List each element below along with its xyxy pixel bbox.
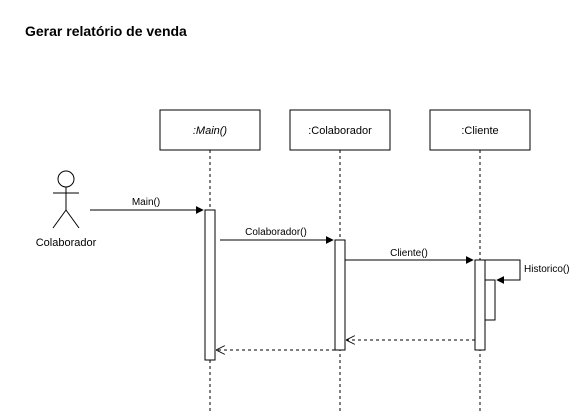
message-cliente[interactable]: Cliente() (345, 248, 474, 264)
message-main-label: Main() (132, 197, 160, 208)
lifeline-main-label: :Main() (193, 125, 228, 137)
lifeline-colaborador-header[interactable] (289, 109, 391, 151)
actor-head (57, 170, 75, 188)
lifeline-colaborador-label: :Colaborador (308, 125, 372, 137)
message-historico-label: Historico() (524, 264, 570, 275)
lifeline-cliente-header[interactable] (429, 109, 531, 151)
activation-main[interactable] (204, 209, 216, 361)
diagram-title: Gerar relatório de venda (25, 23, 187, 39)
message-main[interactable]: Main() (90, 197, 204, 214)
actor-label: Colaborador (36, 237, 97, 249)
actor-left-leg (52, 209, 67, 229)
activation-cliente-self[interactable] (484, 279, 496, 321)
message-historico-arrow (485, 259, 521, 284)
lifeline-cliente[interactable]: :Cliente (429, 109, 531, 411)
activation-colaborador[interactable] (334, 239, 346, 351)
lifeline-main[interactable]: :Main() (159, 109, 261, 411)
message-historico[interactable]: Historico() (485, 259, 570, 284)
lifeline-colaborador[interactable]: :Colaborador (289, 109, 391, 411)
actor-colaborador[interactable]: Colaborador (36, 170, 97, 249)
message-cliente-label: Cliente() (390, 248, 428, 259)
lifeline-cliente-label: :Cliente (461, 125, 498, 137)
message-colaborador[interactable]: Colaborador() (220, 227, 334, 244)
lifeline-main-header[interactable] (159, 109, 261, 151)
activation-cliente[interactable] (474, 259, 486, 351)
message-colaborador-label: Colaborador() (245, 227, 307, 238)
actor-right-leg (65, 209, 80, 229)
